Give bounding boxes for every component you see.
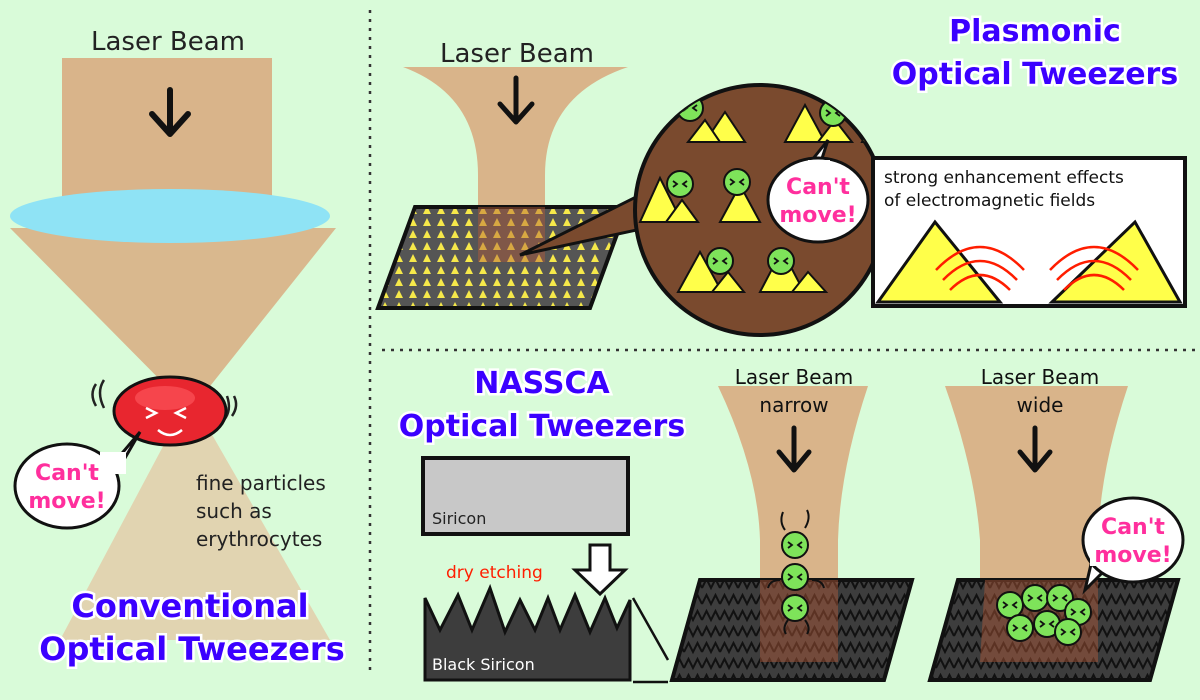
speech-line-2: move! xyxy=(779,203,856,228)
down-arrow-icon xyxy=(497,75,535,125)
particle-chain xyxy=(767,509,825,635)
conventional-title-line-1: Conventional xyxy=(71,587,308,625)
black-silicon-block xyxy=(423,583,632,682)
enhancement-box: strong enhancement effects of electromag… xyxy=(871,156,1187,308)
particles-note-line-1: fine particles xyxy=(196,471,326,495)
speech-bubble-plasmonic: Can't move! xyxy=(766,139,870,244)
enhancement-line-2: of electromagnetic fields xyxy=(884,191,1095,211)
lens xyxy=(10,189,330,243)
speech-bubble-nassca: Can't move! xyxy=(1081,496,1185,595)
nassca-panel: NASSCA Optical Tweezers Siricon dry etch… xyxy=(396,364,1185,684)
plasmonic-title-line-2: Optical Tweezers xyxy=(892,57,1178,92)
enhancement-line-1: strong enhancement effects xyxy=(884,168,1124,188)
speech-line-1: Can't xyxy=(786,175,850,200)
laser-beam-label: Laser Beam xyxy=(440,39,594,69)
process-label: dry etching xyxy=(446,563,543,583)
black-silicon-label: Black Siricon xyxy=(432,655,535,674)
beam-spot xyxy=(478,207,545,262)
particles-note-line-3: erythrocytes xyxy=(196,527,322,551)
speech-line-1: Can't xyxy=(35,461,99,486)
laser-beam-lower xyxy=(60,405,330,640)
laser-beam-cone xyxy=(10,228,336,405)
silicon-label: Siricon xyxy=(432,509,486,528)
field-wave-icon xyxy=(935,245,1025,291)
conventional-title-line-2: Optical Tweezers xyxy=(39,630,344,668)
laser-beam-label: Laser Beam xyxy=(91,27,245,57)
nassca-title-line-1: NASSCA xyxy=(474,366,610,401)
speech-line-1: Can't xyxy=(1101,515,1165,540)
speech-line-2: move! xyxy=(28,489,105,514)
process-arrow-icon xyxy=(571,543,629,597)
speech-line-2: move! xyxy=(1094,543,1171,568)
speech-bubble-left: Can't move! xyxy=(13,431,142,530)
wide-beam-label-1: Laser Beam xyxy=(981,365,1099,389)
particles-note-line-2: such as xyxy=(196,499,272,523)
down-arrow-icon xyxy=(1017,425,1053,473)
narrow-beam-label-2: narrow xyxy=(759,393,828,417)
black-silicon-substrate-narrow xyxy=(669,578,915,682)
erythrocyte xyxy=(91,375,238,447)
narrow-beam-label-1: Laser Beam xyxy=(735,365,853,389)
down-arrow-icon xyxy=(149,87,191,137)
nassca-title-line-2: Optical Tweezers xyxy=(399,409,685,444)
conventional-panel: Laser Beam Can't move! fine particles su… xyxy=(10,27,347,671)
wide-beam-label-2: wide xyxy=(1017,393,1064,417)
laser-beam-funnel xyxy=(403,67,628,262)
field-wave-icon xyxy=(1049,245,1139,291)
silicon-block xyxy=(421,456,630,536)
down-arrow-icon xyxy=(776,425,812,473)
zoom-guide-lines xyxy=(631,597,670,684)
plasmonic-panel: Laser Beam xyxy=(375,12,1187,337)
plasmonic-title-line-1: Plasmonic xyxy=(949,14,1121,49)
